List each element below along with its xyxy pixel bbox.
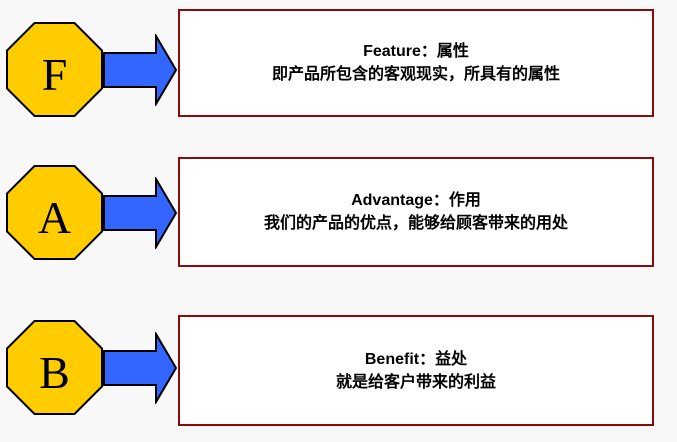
octagon-benefit: B — [6, 320, 103, 415]
advantage-box: Advantage：作用 我们的产品的优点，能够给顾客带来的用处 — [178, 157, 654, 267]
octagon-shape-icon — [6, 22, 103, 117]
arrow-right-icon — [103, 332, 178, 404]
feature-title: Feature：属性 — [363, 43, 469, 60]
feature-box: Feature：属性 即产品所包含的客观现实，所具有的属性 — [178, 9, 654, 117]
octagon-shape-icon — [6, 165, 103, 260]
octagon-letter-a: A — [37, 191, 72, 243]
benefit-box: Benefit：益处 就是给客户带来的利益 — [178, 315, 654, 426]
benefit-description: 就是给客户带来的利益 — [335, 373, 496, 391]
benefit-title: Benefit：益处 — [364, 350, 468, 368]
octagon-feature: F — [6, 22, 103, 117]
arrow-right-icon — [103, 34, 178, 106]
advantage-description: 我们的产品的优点，能够给顾客带来的用处 — [263, 215, 568, 232]
feature-description: 即产品所包含的客观现实，所具有的属性 — [271, 66, 560, 83]
advantage-title: Advantage：作用 — [351, 192, 481, 209]
arrow-right-icon — [103, 177, 178, 249]
octagon-letter-b: B — [39, 346, 70, 398]
octagon-shape-icon — [6, 320, 103, 415]
octagon-advantage: A — [6, 165, 103, 260]
octagon-letter-f: F — [41, 48, 68, 100]
